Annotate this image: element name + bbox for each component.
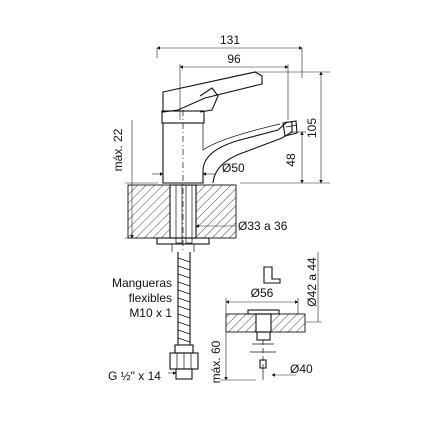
thread-callout: G ½" x 14 (108, 369, 177, 383)
dimension-max22-label: máx. 22 (111, 128, 125, 171)
mounting-detail: Ø56 Ø42 a 44 máx. 60 Ø40 (209, 252, 322, 383)
flexible-hose (169, 252, 199, 380)
faucet-body (161, 71, 298, 250)
base-diameter-label: Ø50 (222, 161, 245, 175)
hole-diameter-callout: Ø33 a 36 (195, 219, 288, 233)
detail-hole-label: Ø42 a 44 (305, 257, 319, 307)
hose-label-line1: Mangueras (112, 276, 172, 290)
dimension-105-label: 105 (305, 118, 319, 138)
hose-label: Mangueras flexibles M10 x 1 (112, 276, 172, 320)
dimension-spout-height: 48 (284, 131, 306, 184)
thread-label: G ½" x 14 (108, 369, 161, 383)
countertop-section (127, 184, 237, 252)
detail-bottom-label: Ø40 (290, 362, 313, 376)
dimension-48-label: 48 (284, 153, 298, 167)
hole-diameter-label: Ø33 a 36 (238, 219, 288, 233)
detail-max-label: máx. 60 (209, 340, 223, 383)
hose-label-line2: flexibles (129, 291, 172, 305)
base-diameter-callout: Ø50 (152, 161, 245, 176)
dimension-spout-reach: 96 (179, 52, 289, 120)
hose-label-line3: M10 x 1 (129, 306, 172, 320)
dimension-height-total: 105 (240, 71, 330, 184)
dimension-overall-width: 131 (156, 33, 303, 78)
detail-flange-label: Ø56 (251, 286, 274, 300)
dimension-131-label: 131 (220, 33, 240, 47)
dimension-96-label: 96 (227, 52, 241, 66)
